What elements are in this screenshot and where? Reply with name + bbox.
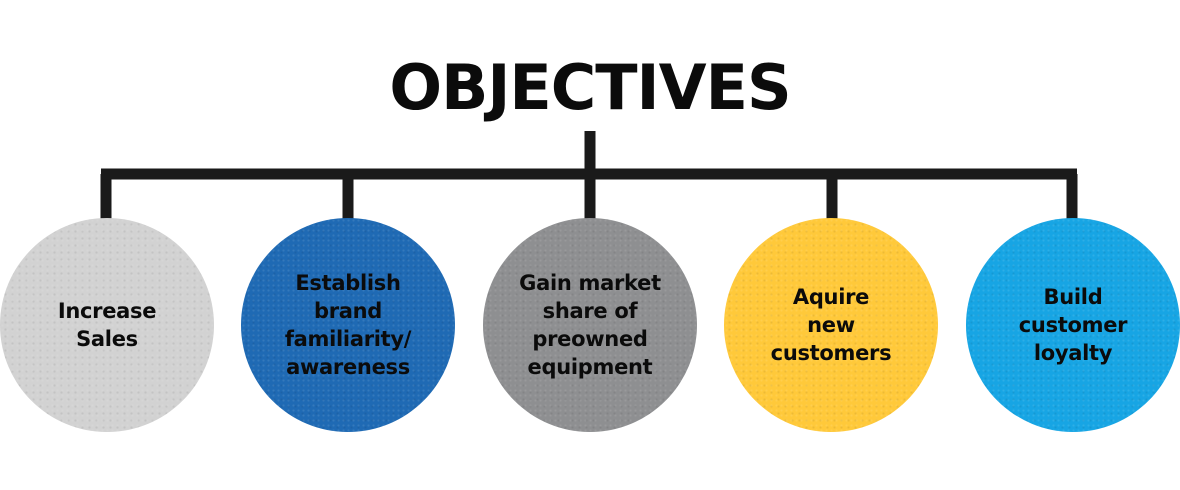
objective-acquire-customers: Aquire new customers — [724, 218, 938, 432]
objective-label: Establish brand familiarity/ awareness — [284, 271, 412, 379]
objective-gain-market-share: Gain market share of preowned equipment — [483, 218, 697, 432]
objective-establish-brand: Establish brand familiarity/ awareness — [241, 218, 455, 432]
objective-label: Build customer loyalty — [1018, 285, 1128, 365]
objective-label: Aquire new customers — [770, 285, 892, 365]
objective-build-loyalty: Build customer loyalty — [966, 218, 1180, 432]
objective-label: Increase Sales — [57, 299, 157, 351]
objective-label: Gain market share of preowned equipment — [519, 271, 661, 379]
page-title: OBJECTIVES — [389, 51, 791, 124]
objective-increase-sales: Increase Sales — [0, 218, 214, 432]
